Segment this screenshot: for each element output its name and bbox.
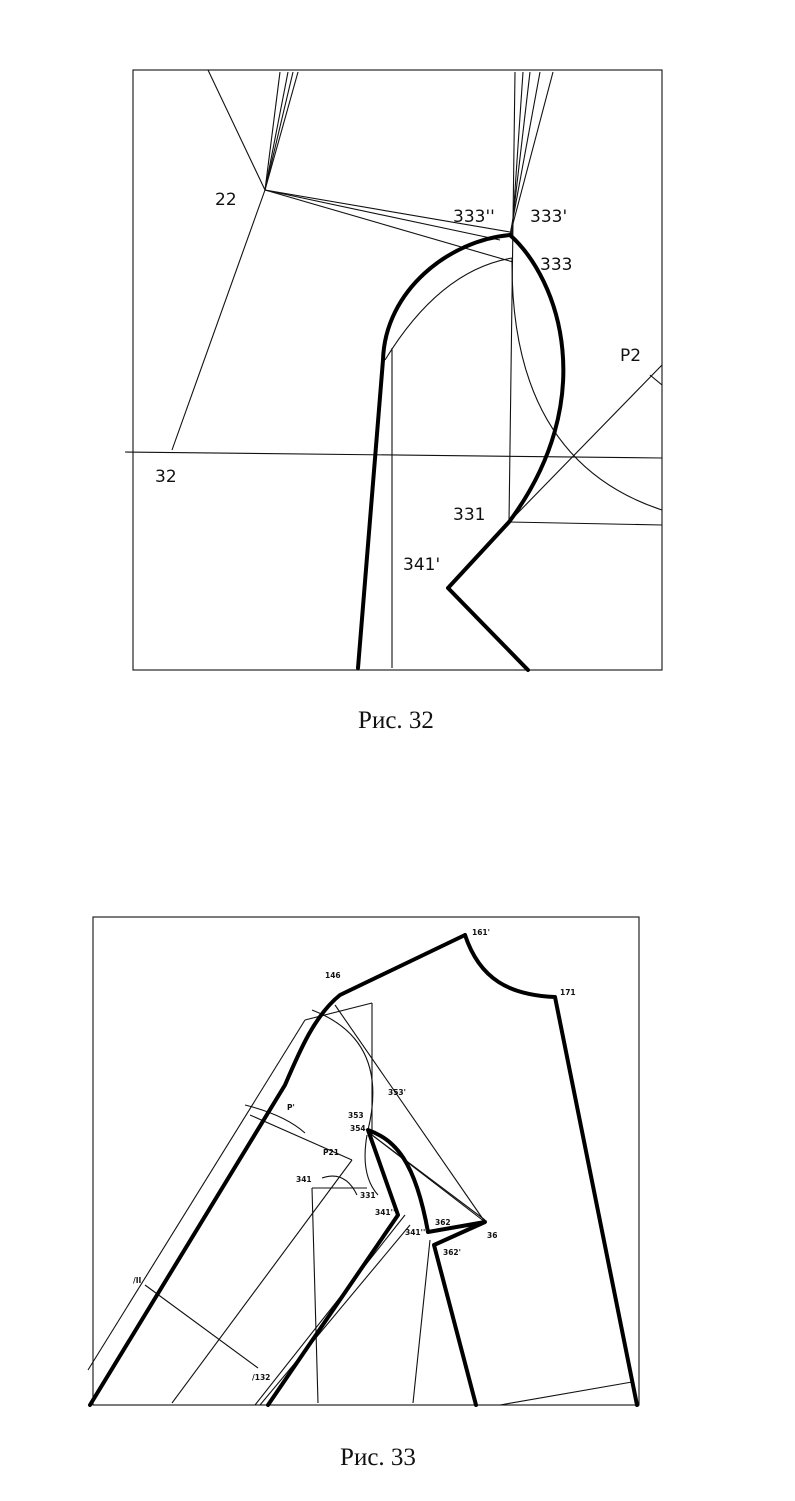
fig33-label-p21: P21 — [323, 1148, 339, 1157]
fig33-construction-lines — [87, 1002, 633, 1406]
fig32-label-331: 331 — [453, 505, 485, 525]
fig33-label-36: 36 — [487, 1231, 497, 1240]
fig32-point-labels: 22 333'' 333' 333 P2 32 331 341' — [155, 190, 641, 575]
fig33-label-pd: P' — [287, 1103, 295, 1112]
fig33-label-353: 353 — [348, 1111, 364, 1120]
fig33-label-353d: 353' — [388, 1088, 406, 1097]
fig32-label-333d: 333' — [530, 207, 567, 227]
fig32-label-333dd: 333'' — [453, 207, 495, 227]
fig33-frame — [92, 916, 640, 1406]
fig32-label-p2: P2 — [620, 346, 641, 366]
fig32-contour-lines — [356, 233, 566, 672]
fig33-label-331: 331 — [360, 1191, 376, 1200]
fig32-label-32: 32 — [155, 467, 177, 487]
fig32-caption: Рис. 32 — [358, 707, 434, 734]
fig32-label-333: 333 — [540, 255, 572, 275]
fig33-contour-lines — [88, 933, 639, 1407]
fig33-point-labels: 161' 146 171 353' P' 353 354 P21 341 331… — [133, 928, 576, 1382]
fig33-label-362: 362 — [435, 1218, 451, 1227]
fig33-label-354: 354 — [350, 1124, 366, 1133]
fig33-label-362d: 362' — [443, 1248, 461, 1257]
fig32-construction-lines — [124, 69, 663, 668]
fig33-label-341dd: 341'' — [375, 1208, 395, 1217]
fig33-label-132: /132 — [252, 1373, 270, 1382]
fig33-label-171: 171 — [560, 988, 576, 997]
fig33-label-341ddd: 341''' — [405, 1228, 428, 1237]
fig32-frame — [132, 69, 663, 671]
fig33-caption: Рис. 33 — [340, 1444, 416, 1471]
fig32-label-341d: 341' — [403, 555, 440, 575]
figure-32: 22 333'' 333' 333 P2 32 331 341' Рис. 32 — [124, 69, 663, 734]
figure-33: 161' 146 171 353' P' 353 354 P21 341 331… — [87, 916, 640, 1471]
fig33-label-146: 146 — [325, 971, 341, 980]
fig33-label-161d: 161' — [472, 928, 490, 937]
fig32-label-22: 22 — [215, 190, 237, 210]
fig33-label-341: 341 — [296, 1175, 312, 1184]
fig33-label-ii: /II — [133, 1276, 142, 1285]
